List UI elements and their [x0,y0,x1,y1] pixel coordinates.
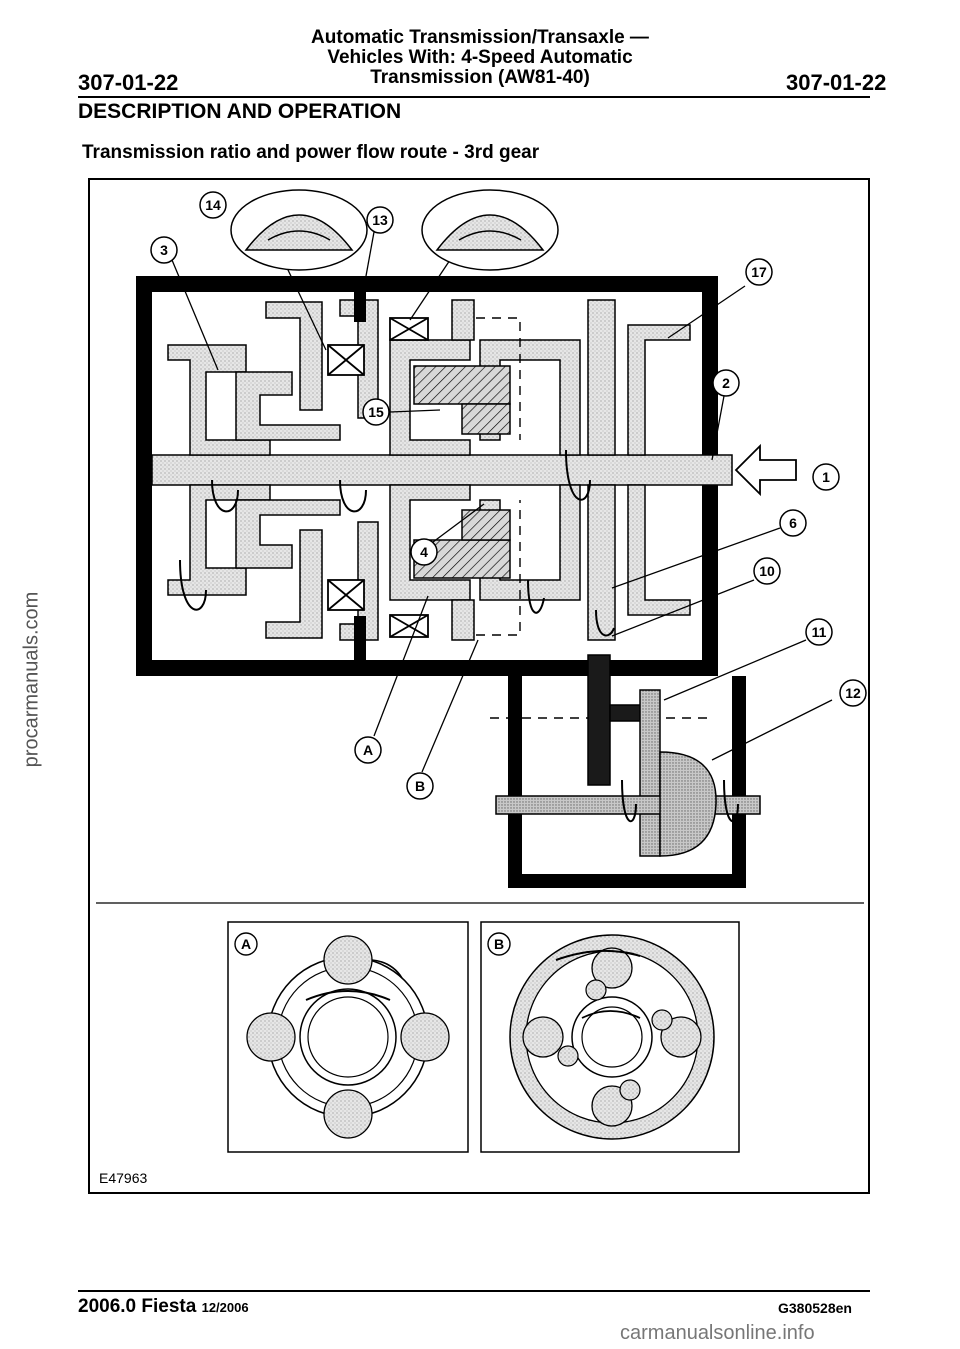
figure-subtitle: Transmission ratio and power flow route … [82,142,540,163]
callout-3: 3 [150,236,178,264]
clutch-packs [327,317,429,638]
callout-b-label: B [415,778,425,794]
watermark-bottom: carmanualsonline.info [620,1322,815,1344]
callout-10: 10 [753,557,781,585]
callout-12-label: 12 [845,685,861,701]
callout-2: 2 [712,369,740,397]
callout-17: 17 [745,258,773,286]
callout-6-label: 6 [789,515,797,531]
clutch-drum-icon-left [230,189,368,271]
callout-2-label: 2 [722,375,730,391]
footer-rule [78,1290,870,1292]
figure-frame [88,178,870,1194]
callout-4: 4 [410,538,438,566]
footer-date: 12/2006 [201,1300,249,1315]
callout-15-label: 15 [368,404,384,420]
footer-model: 2006.0 Fiesta 12/2006 [78,1296,249,1318]
case-stems [354,292,366,660]
callout-15: 15 [362,398,390,426]
callout-14: 14 [199,191,227,219]
callout-11-label: 11 [812,624,827,640]
callout-4-label: 4 [420,544,428,560]
footer-model-name: 2006.0 Fiesta [78,1296,197,1317]
callout-17-label: 17 [751,264,767,280]
clutch-drum-icon-right [421,189,559,271]
header-title: Automatic Transmission/Transaxle — Vehic… [0,28,960,88]
page-number-left: 307-01-22 [78,70,179,95]
callout-11: 11 [805,618,833,646]
callout-1: 1 [812,463,840,491]
transmission-case [136,276,746,888]
footer-code: G380528en [778,1300,852,1316]
figure-id: E47963 [99,1170,148,1186]
header-rule [78,96,870,98]
rotation-arrows [179,449,739,823]
callout-10-label: 10 [759,563,775,579]
callout-13: 13 [366,206,394,234]
callout-a: A [354,736,382,764]
callout-13-label: 13 [372,212,388,228]
inset-b-label: B [494,936,504,952]
watermark-side: procarmanuals.com [20,591,43,768]
planetary-gear-set [413,365,511,579]
header-title-line-3: Transmission (AW81-40) [370,67,590,88]
header-title-line-2: Vehicles With: 4-Speed Automatic [327,47,633,68]
callout-3-label: 3 [160,242,168,258]
inset-a: A [227,921,469,1153]
callout-14-label: 14 [205,197,221,213]
section-title: DESCRIPTION AND OPERATION [78,100,402,123]
callout-12: 12 [839,679,867,707]
callout-b: B [406,772,434,800]
callout-a-label: A [363,742,373,758]
inset-b: B [480,921,740,1153]
dashed-guides [476,317,712,719]
callout-leaders [171,231,833,773]
final-drive [495,654,761,857]
input-shaft [151,443,797,497]
header-title-line-1: Automatic Transmission/Transaxle — [311,27,649,48]
inset-a-label: A [241,936,251,952]
callout-1-label: 1 [822,469,830,485]
callout-6: 6 [779,509,807,537]
page-number-right: 307-01-22 [786,70,887,95]
